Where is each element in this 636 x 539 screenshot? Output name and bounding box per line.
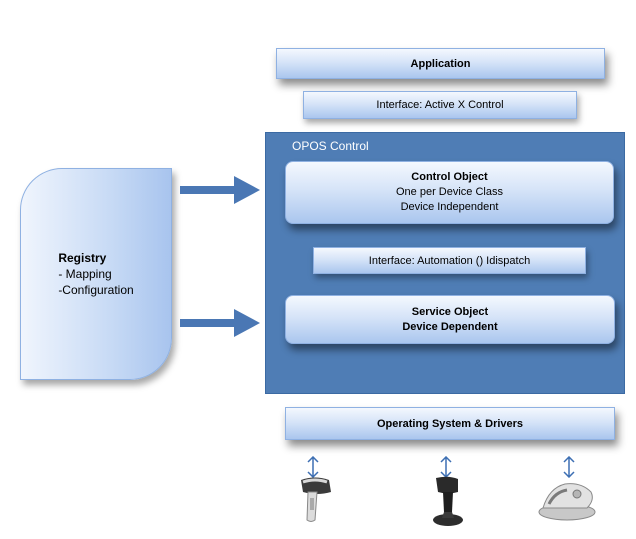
control-object-title: Control Object — [411, 171, 488, 183]
service-object-box: Service Object Device Dependent — [285, 295, 615, 344]
interface-automation-box: Interface: Automation () Idispatch — [313, 247, 586, 274]
registry-title: Registry — [58, 251, 107, 265]
registry-line1: - Mapping — [58, 267, 112, 281]
device-link-2-icon — [440, 456, 452, 478]
control-object-line1: One per Device Class — [396, 186, 503, 198]
registry-line2: -Configuration — [58, 283, 134, 297]
opos-control-label: OPOS Control — [292, 139, 369, 153]
registry-to-service-arrow — [180, 309, 260, 337]
barcode-scanner-icon — [301, 477, 331, 522]
device-link-3-icon — [563, 456, 575, 478]
device-link-1-icon — [307, 456, 319, 478]
presentation-scanner-icon — [433, 476, 463, 526]
registry-text: Registry - Mapping -Configuration — [58, 250, 133, 298]
registry-to-control-arrow — [180, 176, 260, 204]
operating-system-box: Operating System & Drivers — [285, 407, 615, 440]
interface-activex-box: Interface: Active X Control — [303, 91, 577, 119]
application-box: Application — [276, 48, 605, 79]
control-object-line2: Device Independent — [400, 201, 499, 213]
control-object-box: Control Object One per Device Class Devi… — [285, 161, 614, 224]
cordless-scanner-icon — [538, 483, 596, 521]
registry-box: Registry - Mapping -Configuration — [20, 168, 172, 380]
service-object-line1: Device Dependent — [402, 320, 498, 333]
service-object-title: Service Object — [411, 305, 489, 318]
